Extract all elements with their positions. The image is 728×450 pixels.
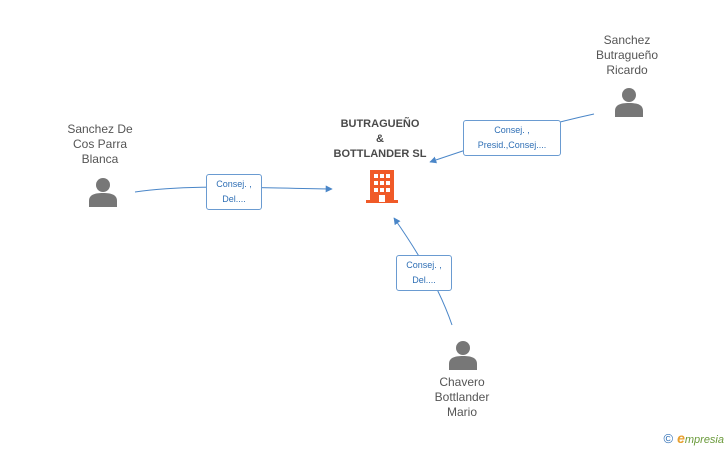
person-icon[interactable] [614, 87, 644, 117]
brand-logo: ©empresia [663, 430, 724, 446]
person-name-chavero[interactable]: Chavero Bottlander Mario [434, 375, 490, 419]
person-name-sanchez-butragueno[interactable]: Sanchez Butragueño Ricardo [595, 33, 659, 77]
copyright-icon: © [663, 431, 674, 446]
person-icon[interactable] [448, 340, 478, 370]
relation-role-line: Presid.,Consej.... [477, 140, 547, 150]
company-name[interactable]: BUTRAGUEÑO & BOTTLANDER SL [333, 118, 427, 160]
person-name-sanchez-de-cos[interactable]: Sanchez De Cos Parra Blanca [67, 122, 133, 166]
relation-label-sanchez-de-cos[interactable]: Consej. , Del.... [206, 174, 262, 210]
relation-role-line: Consej. , [406, 260, 442, 270]
relation-role-line: Consej. , [494, 125, 530, 135]
building-icon[interactable] [366, 168, 398, 204]
person-icon[interactable] [88, 177, 118, 207]
relation-label-chavero[interactable]: Consej. , Del.... [396, 255, 452, 291]
brand-name: mpresia [684, 434, 724, 446]
relation-role-line: Del.... [412, 275, 436, 285]
relation-role-line: Consej. , [216, 179, 252, 189]
relation-role-line: Del.... [222, 194, 246, 204]
brand-initial: e [677, 430, 685, 446]
relation-label-sanchez-butragueno[interactable]: Consej. , Presid.,Consej.... [463, 120, 561, 156]
